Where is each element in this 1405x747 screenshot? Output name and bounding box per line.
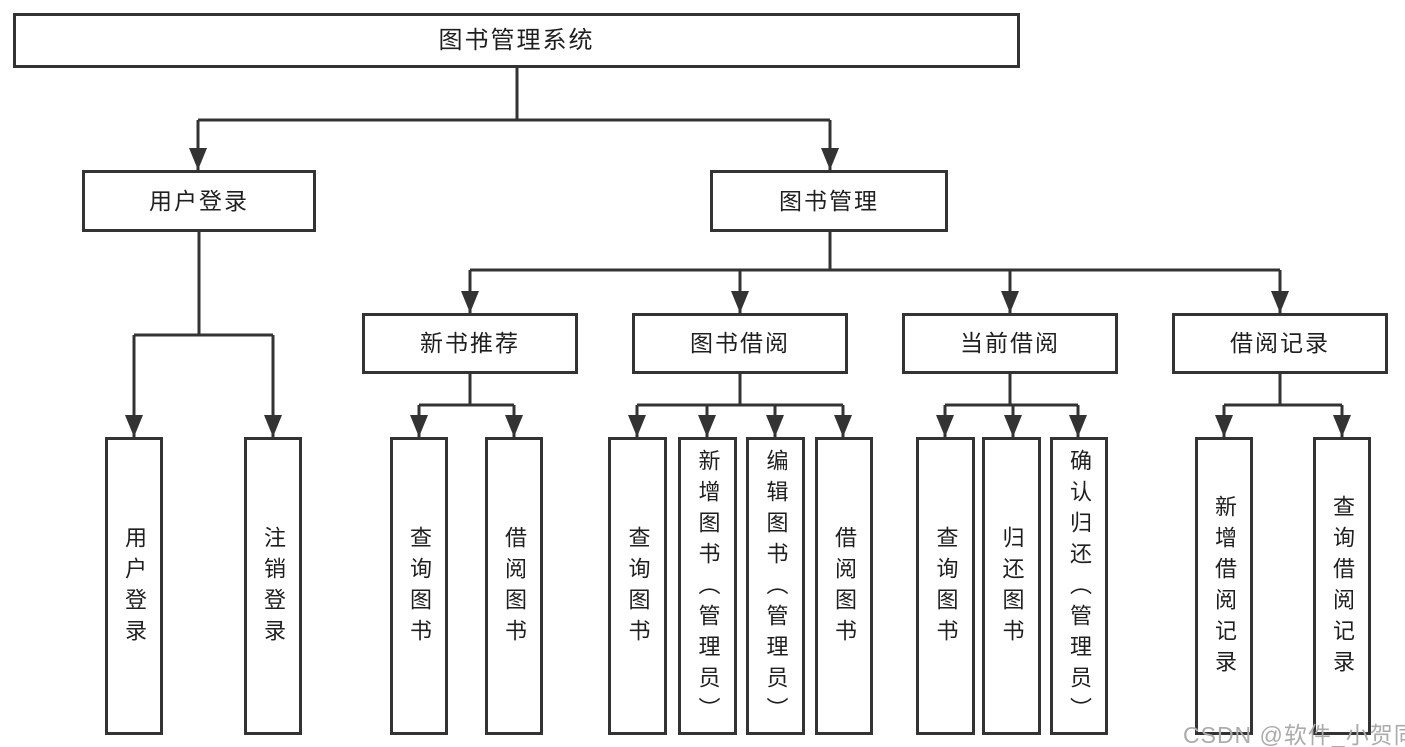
node-borrow-records: 借阅记录: [1172, 313, 1388, 374]
leaf-borrow-books: 借阅图书: [815, 437, 873, 735]
leaf-query-books-borrow: 查询图书: [608, 437, 667, 735]
connector-book-management-children: [461, 232, 1289, 313]
connector-user-login-children: [125, 232, 282, 437]
leaf-add-book-admin: 新增图书（管理员）: [678, 437, 737, 735]
leaf-query-books-recommend: 查询图书: [390, 437, 448, 735]
csdn-watermark: CSDN @软件_小贺同学: [1183, 722, 1405, 747]
connector-current-borrow-children: [936, 374, 1087, 437]
node-book-management: 图书管理: [710, 170, 948, 232]
connector-root-to-level2: [189, 68, 839, 170]
leaf-query-borrow-record: 查询借阅记录: [1313, 437, 1371, 735]
leaf-edit-book-admin: 编辑图书（管理员）: [746, 437, 805, 735]
leaf-borrow-books-recommend: 借阅图书: [485, 437, 543, 735]
node-library-management-system: 图书管理系统: [13, 13, 1020, 68]
node-new-book-recommend: 新书推荐: [362, 313, 578, 374]
leaf-query-books-current: 查询图书: [916, 437, 975, 735]
leaf-add-borrow-record: 新增借阅记录: [1195, 437, 1253, 735]
node-book-borrow: 图书借阅: [632, 313, 848, 374]
connector-new-book-recommend-children: [410, 374, 523, 437]
connector-borrow-records-children: [1215, 374, 1351, 437]
node-current-borrow: 当前借阅: [902, 313, 1118, 374]
leaf-user-login: 用户登录: [105, 437, 163, 735]
node-user-login: 用户登录: [82, 170, 316, 232]
leaf-logout-login: 注销登录: [244, 437, 302, 735]
leaf-confirm-return-admin: 确认归还（管理员）: [1050, 437, 1108, 735]
connector-book-borrow-children: [628, 374, 852, 437]
leaf-return-books: 归还图书: [982, 437, 1041, 735]
